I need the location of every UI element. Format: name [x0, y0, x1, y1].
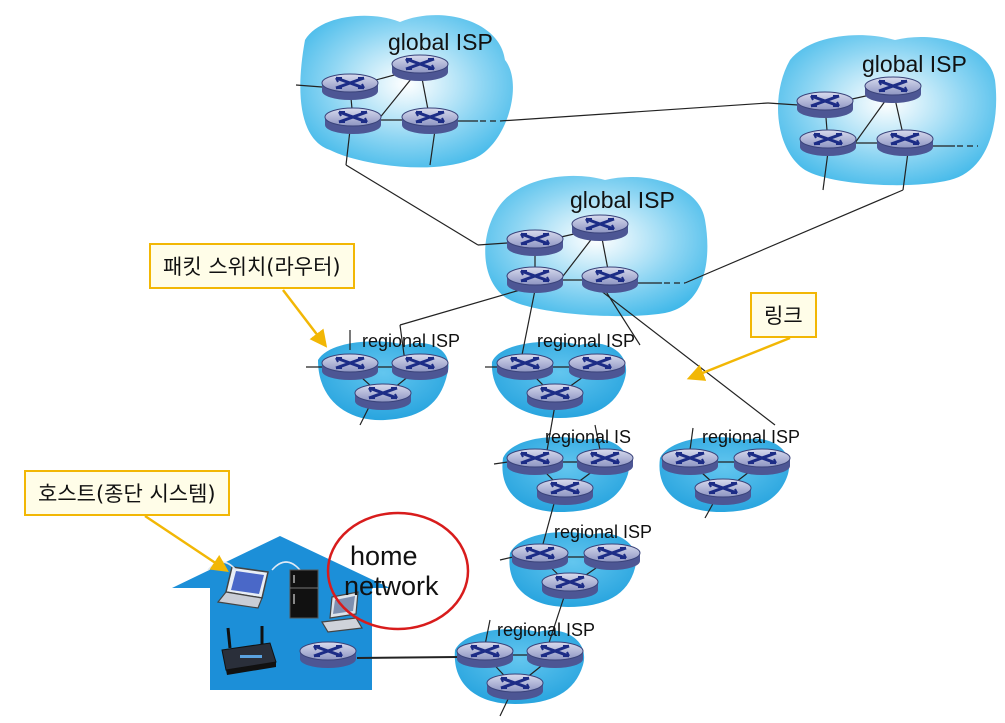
global-isp-label: global ISP	[570, 187, 675, 213]
router-icon	[485, 672, 545, 702]
router-icon	[353, 382, 413, 412]
router-icon	[320, 352, 380, 382]
router-icon	[495, 352, 555, 382]
router-icon	[390, 352, 450, 382]
router-icon	[732, 447, 792, 477]
router-icon	[400, 106, 460, 136]
refrigerator-icon	[289, 569, 319, 619]
regional-isp-label: regional ISP	[702, 427, 800, 447]
home-network-highlight	[326, 511, 470, 631]
router-icon	[798, 128, 858, 158]
router-icon	[320, 72, 380, 102]
router-icon	[693, 477, 753, 507]
global-isp-label: global ISP	[388, 29, 493, 55]
packet-switch-callout: 패킷 스위치(라우터)	[149, 243, 355, 289]
regional-isp-label: regional ISP	[497, 620, 595, 640]
laptop-icon	[216, 566, 269, 609]
router-icon	[540, 571, 600, 601]
router-icon	[875, 128, 935, 158]
regional-isp-label: regional ISP	[554, 522, 652, 542]
router-icon	[505, 447, 565, 477]
router-icon	[795, 90, 855, 120]
router-icon	[525, 382, 585, 412]
router-icon	[580, 265, 640, 295]
router-icon	[567, 352, 627, 382]
router-icon	[525, 640, 585, 670]
link-callout: 링크	[750, 292, 817, 338]
router-icon	[582, 542, 642, 572]
home-network-label: home	[350, 541, 418, 571]
router-icon	[298, 640, 358, 670]
router-icon	[535, 477, 595, 507]
host-callout: 호스트(종단 시스템)	[24, 470, 230, 516]
regional-isp-label: regional ISP	[362, 331, 460, 351]
regional-isp-label: regional IS	[545, 427, 631, 447]
router-icon	[863, 75, 923, 105]
router-icon	[570, 213, 630, 243]
router-icon	[323, 106, 383, 136]
callout-arrows	[144, 289, 791, 572]
router-icon	[510, 542, 570, 572]
network-labels: global ISP global ISP global ISP regiona…	[344, 29, 967, 640]
home-network-label: network	[344, 571, 439, 601]
router-icon	[575, 447, 635, 477]
global-isp-label: global ISP	[862, 51, 967, 77]
router-icon	[505, 228, 565, 258]
wifi-router-icon	[221, 626, 277, 675]
regional-isp-label: regional ISP	[537, 331, 635, 351]
router-icon	[390, 53, 450, 83]
router-icon	[505, 265, 565, 295]
router-icon	[660, 447, 720, 477]
router-icon	[455, 640, 515, 670]
home-devices	[207, 561, 363, 675]
